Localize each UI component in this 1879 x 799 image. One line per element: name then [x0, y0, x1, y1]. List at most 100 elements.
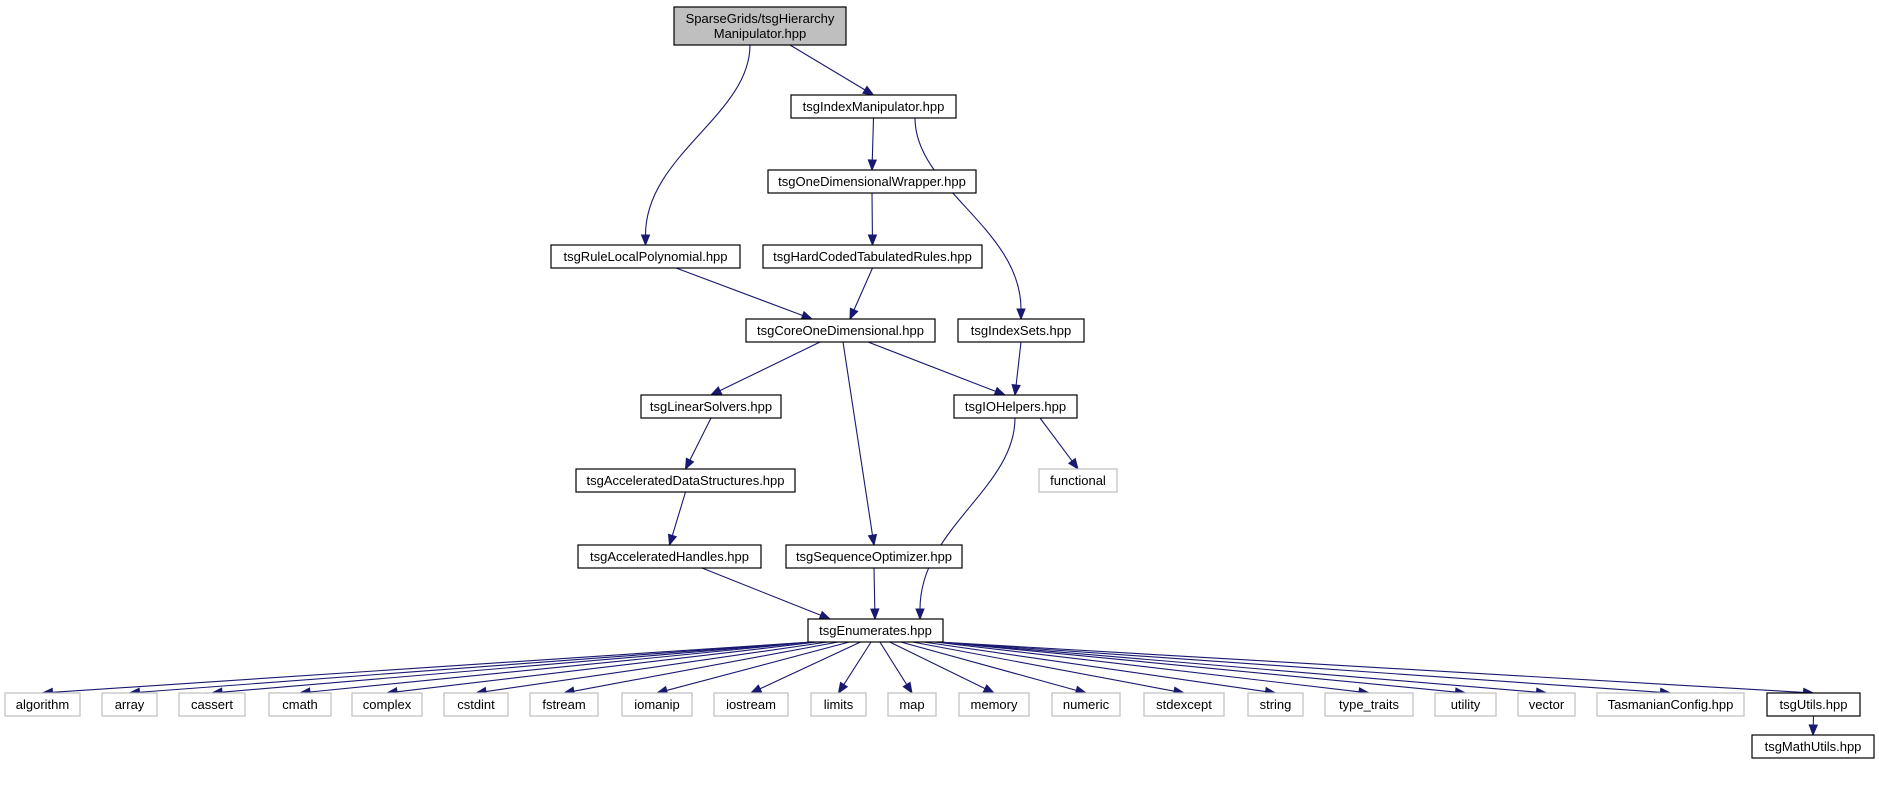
- node-box: [577, 544, 762, 569]
- edge-line: [689, 417, 712, 461]
- node-memory: memory: [958, 692, 1030, 717]
- node-label: tsgHardCodedTabulatedRules.hpp: [773, 249, 972, 264]
- node-box: [807, 618, 944, 643]
- edge-line: [644, 44, 751, 236]
- node-enumerates[interactable]: tsgEnumerates.hpp: [807, 618, 944, 643]
- node-box: [1751, 734, 1875, 759]
- node-label: map: [899, 697, 924, 712]
- node-fstream: fstream: [529, 692, 599, 717]
- arrowhead: [640, 234, 651, 247]
- node-mathutils[interactable]: tsgMathUtils.hpp: [1751, 734, 1875, 759]
- arrowhead: [667, 533, 678, 547]
- node-linearsolvers[interactable]: tsgLinearSolvers.hpp: [640, 394, 782, 419]
- edge-line: [573, 641, 839, 692]
- edge-line: [912, 641, 1175, 692]
- edge-seqopt-to-enumerates: [870, 567, 880, 621]
- arrowhead: [1808, 724, 1819, 737]
- node-iohelpers[interactable]: tsgIOHelpers.hpp: [953, 394, 1078, 419]
- edge-coreonedim-to-seqopt: [842, 341, 878, 547]
- edge-enumerates-to-tasmanianconfig: [938, 641, 1672, 697]
- arrowhead: [862, 85, 875, 96]
- node-indexmanipulator[interactable]: tsgIndexManipulator.hpp: [790, 94, 957, 119]
- node-box: [101, 692, 158, 717]
- edge-coreonedim-to-linearsolvers: [709, 341, 821, 396]
- edge-line: [666, 641, 850, 691]
- node-box: [1247, 692, 1304, 717]
- edge-line: [938, 641, 1804, 693]
- arrowhead: [684, 457, 695, 471]
- edge-enumerates-to-array: [128, 641, 813, 697]
- node-label: tsgIndexSets.hpp: [971, 323, 1071, 338]
- node-stdexcept: stdexcept: [1143, 692, 1225, 717]
- edge-line: [914, 117, 1022, 310]
- node-label: tsgIndexManipulator.hpp: [803, 99, 945, 114]
- node-label: tsgRuleLocalPolynomial.hpp: [563, 249, 727, 264]
- node-map: map: [887, 692, 937, 717]
- edge-line: [923, 641, 1266, 693]
- node-box: [1143, 692, 1225, 717]
- node-accelhandles[interactable]: tsgAcceleratedHandles.hpp: [577, 544, 762, 569]
- edge-line: [871, 117, 875, 161]
- arrowhead: [867, 159, 878, 172]
- node-hardcoded[interactable]: tsgHardCodedTabulatedRules.hpp: [762, 244, 983, 269]
- node-label: cstdint: [457, 697, 495, 712]
- node-utils[interactable]: tsgUtils.hpp: [1766, 692, 1861, 717]
- node-label: utility: [1451, 697, 1481, 712]
- node-label: TasmanianConfig.hpp: [1608, 697, 1734, 712]
- node-box: [762, 244, 983, 269]
- node-type_traits: type_traits: [1324, 692, 1414, 717]
- node-accelds[interactable]: tsgAcceleratedDataStructures.hpp: [575, 468, 796, 493]
- node-box: [268, 692, 332, 717]
- node-label: memory: [971, 697, 1018, 712]
- edge-enumerates-to-utility: [938, 641, 1467, 697]
- edge-line: [671, 491, 687, 536]
- node-box: [1596, 692, 1745, 717]
- edge-line: [701, 567, 821, 616]
- node-box: [1766, 692, 1861, 717]
- edge-line: [853, 267, 874, 311]
- arrowhead: [915, 608, 925, 621]
- node-cassert: cassert: [178, 692, 246, 717]
- edge-enumerates-to-limits: [837, 641, 872, 695]
- edge-indexmanipulator-to-onedimwrapper: [867, 117, 878, 172]
- edge-root-to-rulelocalpoly: [640, 44, 751, 247]
- node-indexsets[interactable]: tsgIndexSets.hpp: [957, 318, 1085, 343]
- node-onedimwrapper[interactable]: tsgOneDimensionalWrapper.hpp: [767, 169, 977, 194]
- node-label: iostream: [726, 697, 776, 712]
- node-tasmanianconfig: TasmanianConfig.hpp: [1596, 692, 1745, 717]
- node-array: array: [101, 692, 158, 717]
- edge-root-to-indexmanipulator: [789, 44, 875, 96]
- edge-line: [485, 641, 828, 693]
- node-box: [443, 692, 509, 717]
- node-iostream: iostream: [713, 692, 789, 717]
- edge-utils-to-mathutils: [1808, 715, 1819, 737]
- node-label: algorithm: [16, 697, 69, 712]
- node-iomanip: iomanip: [621, 692, 693, 717]
- edge-line: [719, 341, 821, 392]
- edge-indexmanipulator-to-indexsets: [914, 117, 1026, 321]
- node-box: [810, 692, 867, 717]
- node-label: string: [1260, 697, 1292, 712]
- node-box: [713, 692, 789, 717]
- node-box: [529, 692, 599, 717]
- node-label: tsgMathUtils.hpp: [1765, 739, 1862, 754]
- arrowhead: [1011, 384, 1021, 397]
- node-box: [785, 544, 963, 569]
- arrowhead: [982, 684, 996, 694]
- node-label: tsgIOHelpers.hpp: [965, 399, 1066, 414]
- edge-line: [900, 641, 1077, 691]
- edge-enumerates-to-cstdint: [474, 641, 828, 697]
- node-coreonedim[interactable]: tsgCoreOneDimensional.hpp: [745, 318, 936, 343]
- node-seqopt[interactable]: tsgSequenceOptimizer.hpp: [785, 544, 963, 569]
- node-box: [640, 394, 782, 419]
- node-label: tsgOneDimensionalWrapper.hpp: [778, 174, 966, 189]
- node-rulelocalpoly[interactable]: tsgRuleLocalPolynomial.hpp: [550, 244, 741, 269]
- edge-rulelocalpoly-to-coreonedim: [675, 267, 814, 320]
- node-functional: functional: [1038, 468, 1118, 493]
- arrowhead: [902, 681, 913, 695]
- arrowhead: [749, 684, 763, 694]
- edge-iohelpers-to-functional: [1039, 417, 1079, 471]
- node-label: tsgAcceleratedDataStructures.hpp: [587, 473, 785, 488]
